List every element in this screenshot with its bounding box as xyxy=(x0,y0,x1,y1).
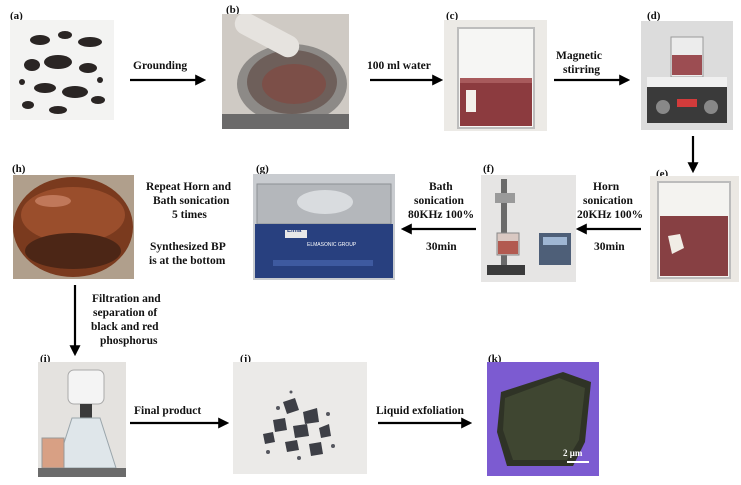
step-water-label: 100 ml water xyxy=(367,60,431,72)
photo-final-product xyxy=(233,362,367,474)
photo-beaker-stirred xyxy=(650,176,739,282)
step-synth-line1: Synthesized BP xyxy=(150,241,226,253)
photo-magnetic-stirrer xyxy=(641,21,733,130)
flask-image xyxy=(13,175,134,279)
step-repeat-line1: Repeat Horn and xyxy=(146,181,231,193)
step-synth-line2: is at the bottom xyxy=(149,255,226,267)
bp-flakes-image xyxy=(263,390,335,460)
step-horn-line4: 30min xyxy=(594,241,625,253)
step-filtration-line2: separation of xyxy=(93,307,158,319)
stirrer-image xyxy=(641,21,733,130)
bath-sonicator-image xyxy=(253,174,395,280)
step-horn-line2: sonication xyxy=(583,195,633,207)
panel-label-i: (i) xyxy=(40,353,51,365)
photo-bath-sonicator: Elma ELMASONIC GROUP xyxy=(253,174,395,280)
step-bath-line4: 30min xyxy=(426,241,457,253)
filtration-image xyxy=(38,362,126,477)
step-repeat-line3: 5 times xyxy=(172,209,207,221)
step-filtration-line4: phosphorus xyxy=(100,335,158,347)
step-filtration-line3: black and red xyxy=(91,321,159,333)
photo-horn-sonicator xyxy=(481,175,576,282)
panel-label-a: (a) xyxy=(10,10,23,22)
step-filtration-line1: Filtration and xyxy=(92,293,161,305)
step-horn-line1: Horn xyxy=(593,181,620,193)
step-liquid-label: Liquid exfoliation xyxy=(376,405,464,417)
step-magnetic-line1: Magnetic xyxy=(556,50,602,62)
mortar-image xyxy=(222,14,349,129)
step-grounding-label: Grounding xyxy=(133,60,188,72)
panel-label-h: (h) xyxy=(12,163,26,175)
sonicator-group-text: ELMASONIC GROUP xyxy=(307,242,357,248)
step-bath-line2: sonication xyxy=(414,195,464,207)
photo-filtration xyxy=(38,362,126,477)
step-bath-line3: 80KHz 100% xyxy=(408,209,475,221)
bp-flake-micrograph xyxy=(487,362,599,476)
panel-label-g: (g) xyxy=(256,163,269,175)
step-magnetic-line2: stirring xyxy=(563,64,601,76)
panel-label-b: (b) xyxy=(226,4,240,16)
horn-sonicator-image xyxy=(481,175,576,282)
step-final-label: Final product xyxy=(134,405,202,417)
photo-beaker-water xyxy=(444,20,547,131)
step-repeat-line2: Bath sonication xyxy=(153,195,230,207)
panel-label-f: (f) xyxy=(483,163,494,175)
beaker-image xyxy=(457,27,535,129)
panel-label-c: (c) xyxy=(446,10,459,22)
photo-microscope: 2 μm xyxy=(487,362,599,476)
brand-text: Elma xyxy=(287,228,302,234)
beaker-stirred-image xyxy=(657,181,731,279)
panel-label-d: (d) xyxy=(647,10,661,22)
scale-bar-label: 2 μm xyxy=(563,448,583,458)
step-horn-line3: 20KHz 100% xyxy=(577,209,644,221)
photo-mortar-pestle xyxy=(222,14,349,129)
photo-flask-bp xyxy=(13,175,134,279)
panel-label-j: (j) xyxy=(240,353,251,365)
photo-raw-material xyxy=(10,20,114,120)
step-bath-line1: Bath xyxy=(429,181,453,193)
dark-crumbs-image xyxy=(19,31,105,114)
